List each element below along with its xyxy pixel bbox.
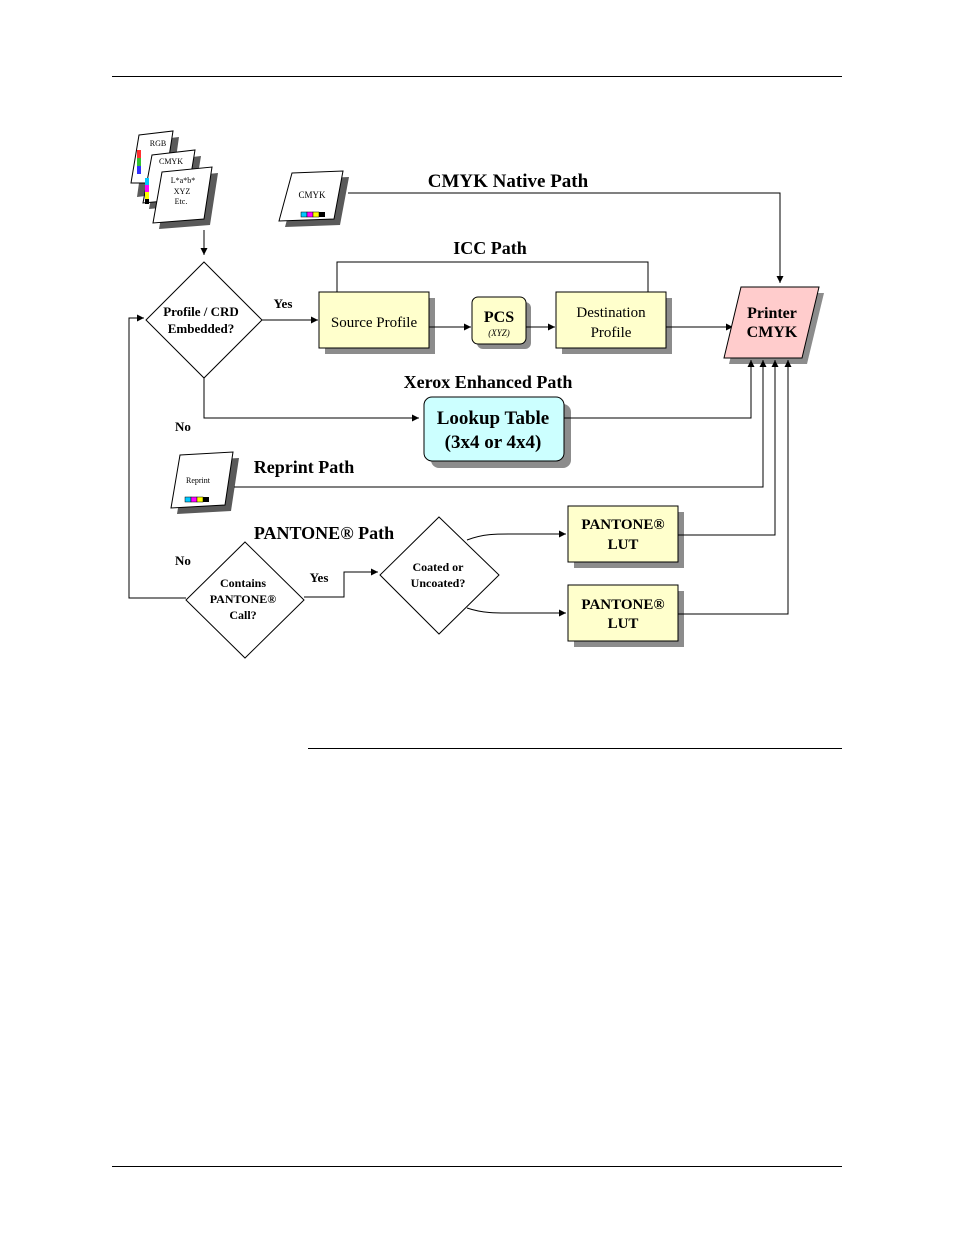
profile-decision-line2: Embedded? <box>168 321 234 336</box>
pantone-lut2-line1: PANTONE® <box>581 597 664 613</box>
pantone-lut1-line1: PANTONE® <box>581 517 664 533</box>
icc-path-bracket <box>336 261 649 293</box>
lut1-to-printer-line <box>678 360 779 536</box>
source-profile-label: Source Profile <box>331 315 418 331</box>
printer-cmyk-box: Printer CMYK <box>723 286 824 364</box>
lut2-to-printer-line <box>678 360 792 615</box>
profile-decision-line1: Profile / CRD <box>163 304 239 319</box>
profile-decision: Profile / CRD Embedded? <box>145 261 263 379</box>
cmyk-native-path-title: CMYK Native Path <box>428 171 589 192</box>
profile-no-label: No <box>175 419 191 434</box>
pcs-sub-label: (XYZ) <box>488 328 510 338</box>
xyz-label: XYZ <box>174 187 191 196</box>
destination-profile-line1: Destination <box>576 305 646 321</box>
lookup-line2: (3x4 or 4x4) <box>445 432 542 453</box>
coated-to-lut1-arrow <box>466 530 566 541</box>
profile-no-arrow <box>203 378 419 422</box>
profile-yes-label: Yes <box>274 296 293 311</box>
xerox-path-title: Xerox Enhanced Path <box>404 372 573 392</box>
pantone-lut-box-2: PANTONE® LUT <box>567 584 684 647</box>
pantone-no-label: No <box>175 553 191 568</box>
cmyk-native-path-line <box>348 192 784 283</box>
lookup-to-printer-line <box>564 360 755 419</box>
pantone-no-loop-arrow <box>128 314 186 599</box>
printer-line2: CMYK <box>747 324 798 341</box>
reprint-path-title: Reprint Path <box>254 457 355 477</box>
reprint-doc-label: Reprint <box>186 476 211 485</box>
pantone-yes-arrow <box>304 568 378 598</box>
lookup-table-box: Lookup Table (3x4 or 4x4) <box>423 396 571 468</box>
contains-pantone-decision: Contains PANTONE® Call? <box>185 541 305 659</box>
lab-document: L*a*b* XYZ Etc. <box>152 166 218 229</box>
icc-path-title: ICC Path <box>453 238 527 258</box>
coated-decision: Coated or Uncoated? <box>379 516 500 635</box>
header-rule <box>112 76 842 77</box>
cmyk-native-doc-label: CMYK <box>298 190 326 200</box>
pantone-lut1-line2: LUT <box>608 537 639 553</box>
printer-line1: Printer <box>747 305 797 322</box>
reprint-to-printer-line <box>234 360 767 488</box>
lab-label: L*a*b* <box>171 176 195 185</box>
etc-label: Etc. <box>175 197 188 206</box>
source-profile-box: Source Profile <box>318 291 435 354</box>
input-document-stack: RGB CMYK L*a*b* XYZ Etc. <box>130 130 218 229</box>
rgb-label: RGB <box>150 139 166 148</box>
lookup-line1: Lookup Table <box>437 408 550 429</box>
footer-rule <box>112 1166 842 1167</box>
pantone-decision-line3: Call? <box>229 608 256 622</box>
coated-decision-line2: Uncoated? <box>411 576 466 590</box>
pcs-label: PCS <box>484 309 514 326</box>
cmyk-native-document: CMYK <box>278 170 349 227</box>
uncoated-to-lut2-arrow <box>466 607 566 617</box>
pantone-lut2-line2: LUT <box>608 616 639 632</box>
reprint-document: Reprint <box>170 451 239 514</box>
pantone-yes-label: Yes <box>310 570 329 585</box>
cmyk-doc-label: CMYK <box>159 157 183 166</box>
destination-profile-line2: Profile <box>591 325 632 341</box>
pcs-box: PCS (XYZ) <box>471 296 531 349</box>
coated-decision-line1: Coated or <box>413 560 465 574</box>
pantone-decision-line2: PANTONE® <box>210 592 277 606</box>
pantone-lut-box-1: PANTONE® LUT <box>567 505 684 568</box>
figure-bottom-rule <box>308 748 842 749</box>
pantone-decision-line1: Contains <box>220 576 266 590</box>
destination-profile-box: Destination Profile <box>555 291 672 354</box>
pantone-path-title: PANTONE® Path <box>254 523 394 543</box>
